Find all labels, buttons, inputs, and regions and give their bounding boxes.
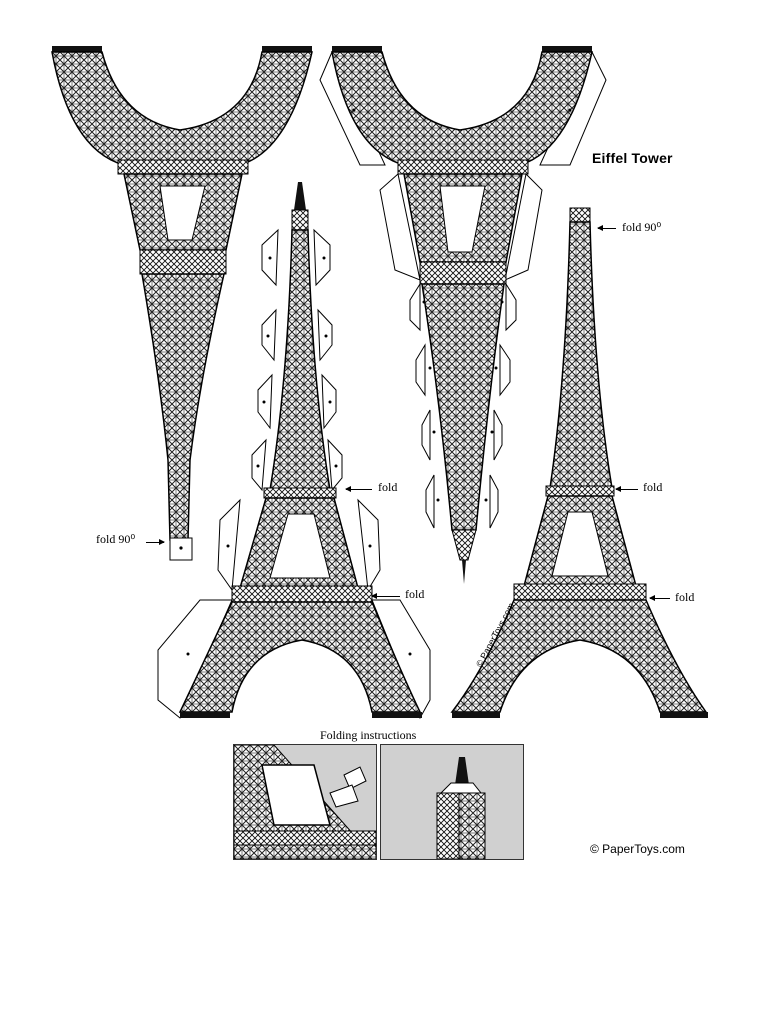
page-title: Eiffel Tower: [592, 150, 673, 166]
tower-full-left: [157, 182, 431, 720]
fold-label-a: fold: [378, 480, 398, 494]
folding-panel-1: [233, 744, 377, 860]
arrow-icon: [615, 486, 638, 492]
arrow-icon: [597, 225, 616, 231]
credit-text: © PaperToys.com: [590, 842, 685, 856]
arrow-icon: [146, 539, 165, 545]
fold-label-c: fold: [643, 480, 663, 494]
fold-label-b: fold: [405, 587, 425, 601]
tower-full-right: [450, 207, 708, 718]
fold-90-label-left: fold 90⁰: [96, 532, 136, 546]
fold-90-label-right: fold 90⁰: [622, 220, 662, 234]
tower-top-middle-piece: [319, 46, 607, 584]
fold-label-d: fold: [675, 590, 695, 604]
folding-panel-2: [380, 744, 524, 860]
arrow-icon: [371, 593, 400, 599]
tower-top-left-piece: [51, 46, 313, 561]
arrow-icon: [345, 486, 372, 492]
folding-instructions-title: Folding instructions: [320, 728, 417, 742]
arrow-icon: [649, 595, 670, 601]
